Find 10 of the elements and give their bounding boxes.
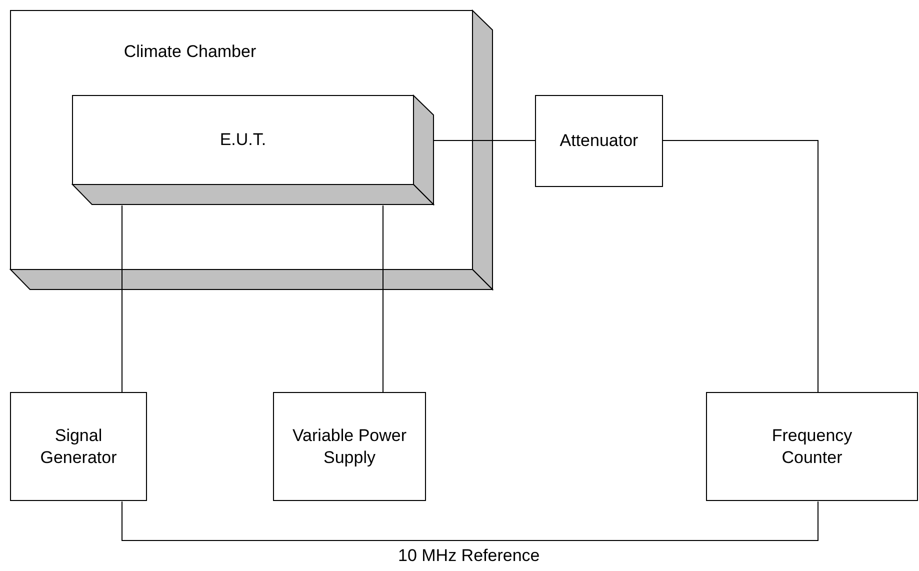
connector-line bbox=[382, 205, 384, 393]
node-label: Variable Power Supply bbox=[291, 424, 408, 468]
node-label: E.U.T. bbox=[220, 129, 266, 151]
node-label: Signal Generator bbox=[39, 424, 118, 468]
node-label: Attenuator bbox=[560, 130, 638, 152]
node-label: Frequency Counter bbox=[770, 424, 854, 468]
connector-line bbox=[122, 501, 818, 541]
node-label: Climate Chamber bbox=[124, 41, 256, 63]
connector-line bbox=[662, 140, 818, 393]
connector-line bbox=[434, 140, 536, 141]
